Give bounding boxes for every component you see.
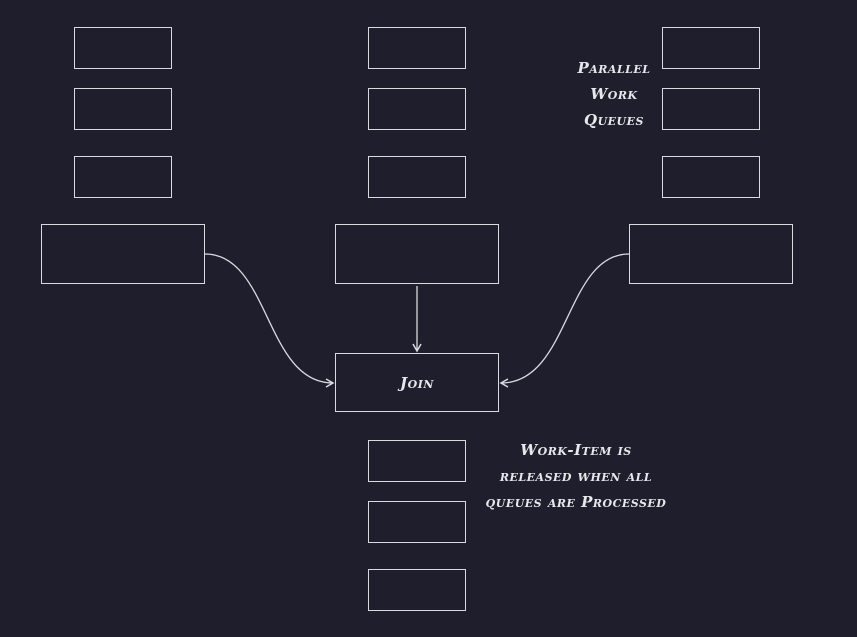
join-box: Join xyxy=(335,353,499,412)
right-to-join-arrow xyxy=(499,253,630,388)
release-label-line-1: Work-Item is xyxy=(520,441,632,459)
release-label-line-3: queues are Processed xyxy=(485,493,667,511)
left-to-join-arrow xyxy=(204,253,335,388)
left-queue-item-1 xyxy=(74,27,172,69)
output-queue-item-1 xyxy=(368,440,466,482)
parallel-queues-annotation: Parallel Work Queues xyxy=(564,55,664,133)
left-queue-item-2 xyxy=(74,88,172,130)
queues-label-line-2: Work xyxy=(590,85,638,103)
left-queue-item-3 xyxy=(74,156,172,198)
left-queue-processor xyxy=(41,224,205,284)
middle-queue-item-3 xyxy=(368,156,466,198)
release-annotation: Work-Item is released when all queues ar… xyxy=(476,437,676,515)
right-queue-item-2 xyxy=(662,88,760,130)
output-queue-item-3 xyxy=(368,569,466,611)
right-queue-item-1 xyxy=(662,27,760,69)
middle-queue-item-1 xyxy=(368,27,466,69)
queues-label-line-3: Queues xyxy=(584,111,644,129)
middle-queue-item-2 xyxy=(368,88,466,130)
release-label-line-2: released when all xyxy=(499,467,653,485)
output-queue-item-2 xyxy=(368,501,466,543)
middle-queue-processor xyxy=(335,224,499,284)
right-queue-processor xyxy=(629,224,793,284)
right-queue-item-3 xyxy=(662,156,760,198)
queues-label-line-1: Parallel xyxy=(577,59,651,77)
join-label: Join xyxy=(400,373,434,392)
